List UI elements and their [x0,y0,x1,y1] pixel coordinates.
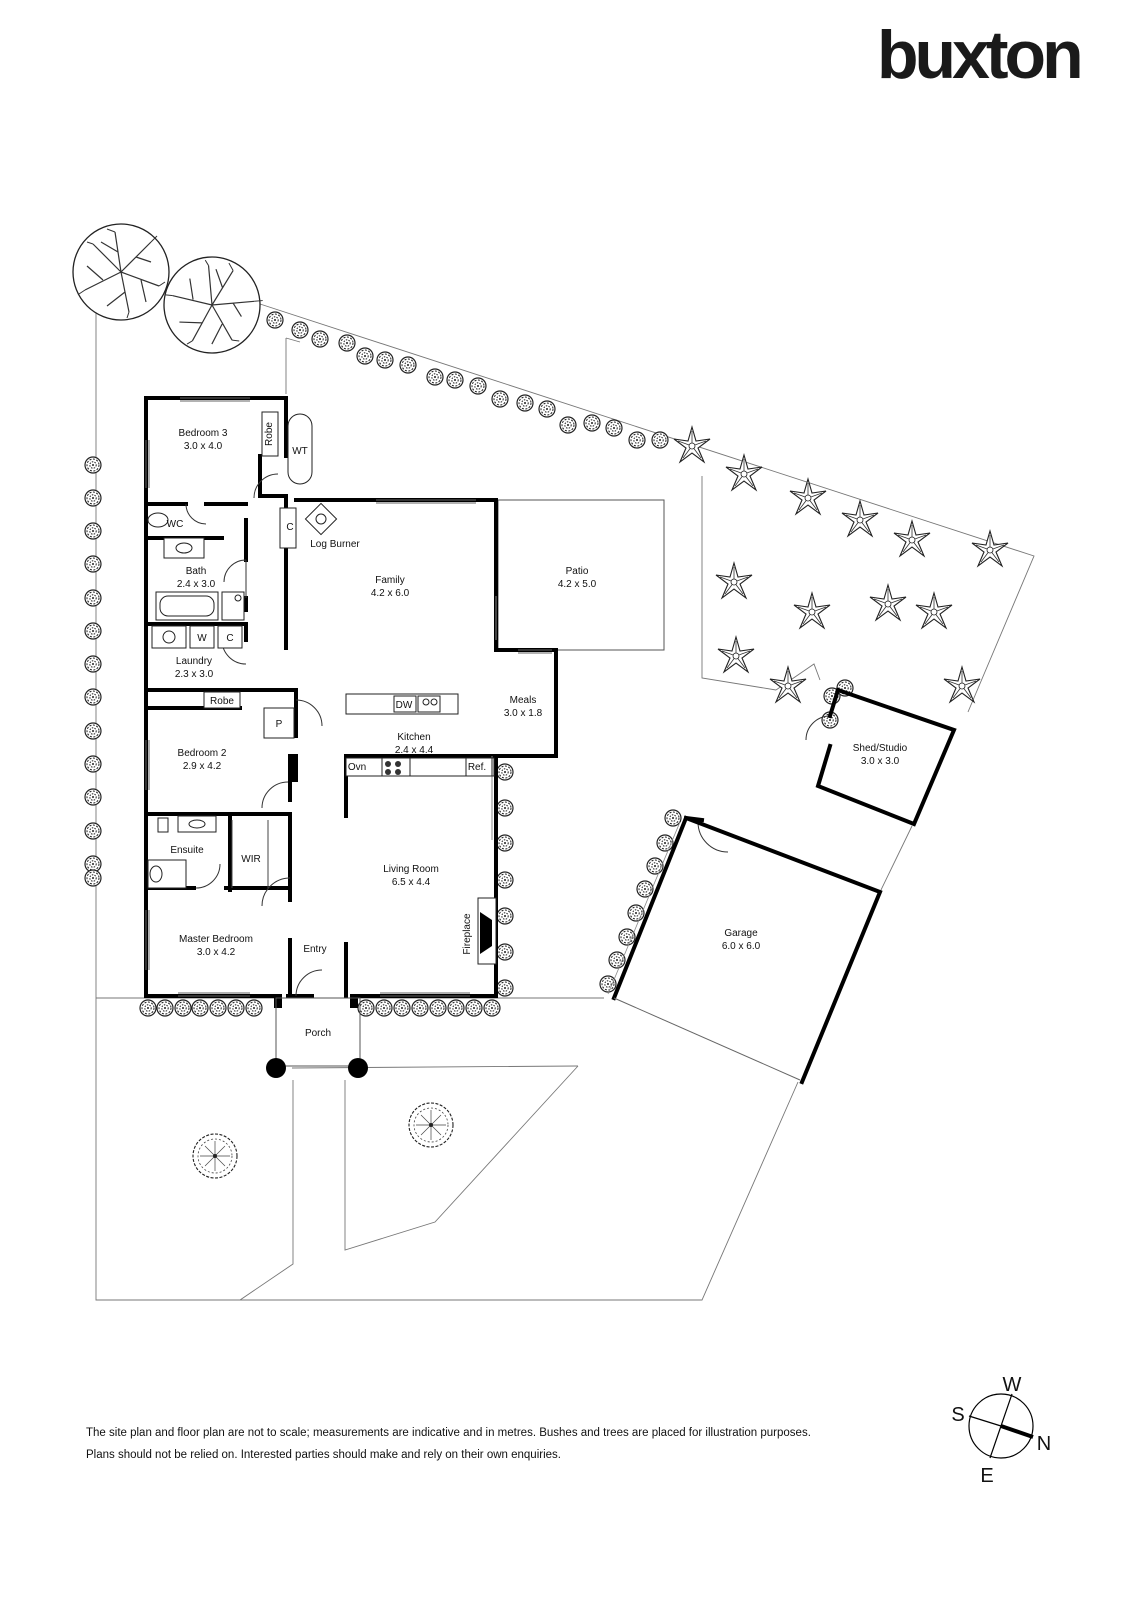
garage-edge [607,821,681,995]
driveway-edge [291,1065,579,1069]
wall-column [288,754,298,782]
label-entry: Entry [303,944,326,955]
label-oven: Ovn [348,762,366,773]
label-bedroom2: Bedroom 2 [178,748,227,759]
site-boundary-north [259,303,1035,713]
garage-walls [683,815,705,823]
label-laundry: Laundry [176,656,212,667]
label-log-burner: Log Burner [310,539,360,550]
label-living-dims: 6.5 x 4.4 [392,877,431,888]
label-wir: WIR [241,854,260,865]
label-washer: W [197,633,207,644]
porch-post [266,1058,286,1078]
fern-group [673,426,1009,703]
side-boundary [879,825,913,893]
shed-walls [815,687,957,827]
porch-post [348,1058,368,1078]
label-porch: Porch [305,1028,331,1039]
label-family: Family [375,575,404,586]
tree-icon [72,223,170,321]
label-robe-b2: Robe [210,696,234,707]
garage-door [613,997,801,1081]
windows [145,397,552,997]
label-patio: Patio [566,566,589,577]
label-laundry-dims: 2.3 x 3.0 [175,669,214,680]
compass-south: S [951,1404,964,1426]
tree-icon [408,1102,454,1148]
bush-row-side [496,679,854,997]
wall-column [350,994,358,1008]
label-wt: WT [292,446,308,457]
label-family-dims: 4.2 x 6.0 [371,588,410,599]
label-bath-dims: 2.4 x 3.0 [177,579,216,590]
label-wc: WC [167,519,184,530]
label-fireplace: Fireplace [462,913,473,955]
label-bedroom2-dims: 2.9 x 4.2 [183,761,222,772]
compass: W S N E [951,1374,1051,1487]
label-dishwasher: DW [396,700,413,711]
label-kitchen-dims: 2.4 x 4.4 [395,745,434,756]
shed-walls [827,687,841,719]
tree-icon [192,1133,238,1179]
compass-east: E [980,1465,993,1487]
label-garage: Garage [724,928,758,939]
label-shed-dims: 3.0 x 3.0 [861,756,900,767]
bush-row-left [84,456,102,887]
label-cupboard: C [286,522,293,533]
brand-logo: buxton [877,17,1080,93]
label-meals-dims: 3.0 x 1.8 [504,708,543,719]
compass-west: W [1003,1374,1022,1396]
label-cupboard-laundry: C [226,633,233,644]
label-bedroom3: Bedroom 3 [179,428,228,439]
wall-column [296,994,314,998]
compass-north: N [1037,1433,1051,1455]
wall-column [274,994,282,1008]
label-garage-dims: 6.0 x 6.0 [722,941,761,952]
fixtures [147,411,497,965]
label-pantry: P [276,719,283,730]
label-kitchen: Kitchen [397,732,430,743]
bush-row-north [266,311,669,449]
label-robe-b3: Robe [264,422,275,446]
disclaimer-line-1: The site plan and floor plan are not to … [86,1427,811,1439]
label-master-dims: 3.0 x 4.2 [197,947,236,958]
porch-outline [275,997,361,1067]
disclaimer-line-2: Plans should not be relied on. Intereste… [86,1449,561,1461]
door-swings [185,473,831,997]
label-master: Master Bedroom [179,934,253,945]
label-shed: Shed/Studio [853,743,908,754]
label-patio-dims: 4.2 x 5.0 [558,579,597,590]
label-bedroom3-dims: 3.0 x 4.0 [184,441,223,452]
bush-row-front [139,999,501,1017]
label-fridge: Ref. [468,762,486,773]
garage-walls [611,815,883,1085]
label-bath: Bath [186,566,207,577]
label-meals: Meals [510,695,537,706]
label-living: Living Room [383,864,439,875]
label-ensuite: Ensuite [170,845,204,856]
